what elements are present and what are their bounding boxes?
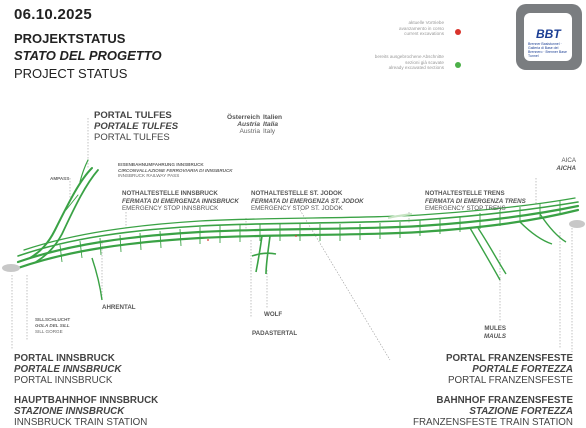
stop-trens-it: FERMATA DI EMERGENZA TRENS: [425, 197, 526, 205]
label-portal-franzensfeste: PORTAL FRANZENSFESTE PORTALE FORTEZZA PO…: [446, 353, 573, 386]
border-austria-it: Austria: [237, 121, 260, 128]
cross-passages: [59, 200, 561, 263]
stop-jodok-de: NOTHALTESTELLE ST. JODOK: [251, 190, 343, 197]
mules-it: MULES: [484, 325, 506, 332]
portal-innsbruck-it: PORTALE INNSBRUCK: [14, 364, 122, 375]
main-tunnel-tubes: [16, 197, 580, 270]
legend-current-de: aktuelle Vortriebe: [408, 20, 445, 25]
label-stop-trens: NOTHALTESTELLE TRENS FERMATA DI EMERGENZ…: [425, 190, 526, 213]
portal-innsbruck-marker: [2, 264, 20, 272]
station-innsbruck-de: HAUPTBAHNHOF INNSBRUCK: [14, 395, 159, 406]
portal-franzensfeste-en: PORTAL FRANZENSFESTE: [447, 375, 573, 386]
label-aica: AICA AICHA: [556, 157, 576, 172]
stop-innsbruck-de: NOTHALTESTELLE INNSBRUCK: [122, 190, 218, 197]
label-mules: MULES MAULS: [484, 325, 506, 340]
current-excavation-marks: [207, 235, 297, 241]
portal-innsbruck-en: PORTAL INNSBRUCK: [14, 375, 113, 386]
leader-lines: [11, 118, 573, 361]
border-italy-it: Italia: [263, 121, 279, 128]
sill-gorge-en: SILL GORGE: [35, 329, 63, 334]
mules-access: [469, 227, 507, 281]
label-ahrental: AHRENTAL: [102, 304, 136, 311]
legend-current-it: avanzamento in corso: [399, 25, 444, 31]
title-italian: STATO DEL PROGETTO: [14, 48, 162, 63]
legend-current-en: current excavations: [404, 31, 444, 37]
legend-done-de: bereits ausgebrochene Abschnitte: [374, 54, 444, 59]
station-innsbruck-it: STAZIONE INNSBRUCK: [14, 406, 125, 417]
bypass-de: EISENBAHNUMFAHRUNG INNSBRUCK: [118, 162, 204, 167]
label-ampass: AMPASS: [50, 176, 70, 181]
logo-panel: BBT Brenner Basistunnel · Galleria di Ba…: [524, 13, 572, 61]
logo-tagline: Brenner Basistunnel · Galleria di Base d…: [528, 42, 567, 58]
stop-innsbruck-en: EMERGENCY STOP INNSBRUCK: [122, 205, 219, 212]
label-border-austria: Österreich Austria Austria: [212, 114, 260, 135]
mules-de: MAULS: [484, 332, 506, 340]
sill-gorge-it: GOLA DEL SILL: [35, 323, 70, 328]
legend-current-dot: [455, 29, 461, 35]
bypass-it: CIRCONVALLAZIONE FERROVIARIA DI INNSBRUC…: [118, 167, 233, 173]
label-station-innsbruck: HAUPTBAHNHOF INNSBRUCK STAZIONE INNSBRUC…: [14, 395, 158, 428]
bbt-logo: BBT Brenner Basistunnel · Galleria di Ba…: [516, 4, 582, 70]
portal-franzensfeste-it: PORTALE FORTEZZA: [472, 364, 573, 375]
stop-trens-en: EMERGENCY STOP TRENS: [425, 205, 506, 212]
portal-franzensfeste-de: PORTAL FRANZENSFESTE: [445, 353, 573, 364]
legend-done: bereits ausgebrochene Abschnitte sezioni…: [375, 54, 444, 71]
legend-done-it: sezioni già scavate: [405, 59, 444, 65]
aica-branch: [519, 213, 567, 245]
station-franzensfeste-it: STAZIONE FORTEZZA: [469, 406, 573, 417]
label-border-italy: Italien Italia Italy: [263, 114, 282, 135]
border-italy-en: Italy: [263, 128, 276, 135]
legend-done-en: already excavated sections: [388, 65, 444, 71]
border-austria-de: Österreich: [227, 114, 260, 121]
wolf-access: [251, 235, 277, 275]
station-franzensfeste-de: BAHNHOF FRANZENSFESTE: [436, 395, 573, 406]
sill-gorge-de: SILLSCHLUCHT: [35, 317, 71, 322]
portal-franzensfeste-marker: [569, 220, 585, 228]
tulfes-branch: [29, 159, 99, 263]
portal-innsbruck-de: PORTAL INNSBRUCK: [14, 353, 115, 364]
portal-tulfes-de: PORTAL TULFES: [94, 110, 172, 121]
title-english: PROJECT STATUS: [14, 66, 128, 81]
portal-tulfes-en: PORTAL TULFES: [94, 132, 170, 143]
label-wolf: WOLF: [264, 311, 283, 318]
logo-name: BBT: [536, 27, 561, 41]
label-railway-bypass: EISENBAHNUMFAHRUNG INNSBRUCK CIRCONVALLA…: [118, 162, 233, 179]
legend-done-dot: [455, 62, 461, 68]
label-portal-tulfes: PORTAL TULFES PORTALE TULFES PORTAL TULF…: [94, 110, 178, 143]
stop-innsbruck-it: FERMATA DI EMERGENZA INNSBRUCK: [122, 197, 239, 205]
portal-tulfes-it: PORTALE TULFES: [94, 121, 179, 132]
aica-it: AICA: [561, 157, 576, 164]
label-station-franzensfeste: BAHNHOF FRANZENSFESTE STAZIONE FORTEZZA …: [413, 395, 573, 428]
aica-de: AICHA: [556, 164, 576, 172]
stop-jodok-it: FERMATA DI EMERGENZA ST. JODOK: [251, 197, 364, 205]
inactive-segments: [387, 213, 413, 219]
report-date: 06.10.2025: [14, 6, 93, 23]
label-padastertal: PADASTERTAL: [252, 330, 298, 337]
title-german: PROJEKTSTATUS: [14, 31, 126, 46]
ahrental-access: [91, 257, 103, 301]
label-sill-gorge: SILLSCHLUCHT GOLA DEL SILL SILL GORGE: [35, 317, 70, 335]
border-austria-en: Austria: [239, 128, 260, 135]
border-italy-de: Italien: [263, 114, 283, 121]
label-stop-innsbruck: NOTHALTESTELLE INNSBRUCK FERMATA DI EMER…: [122, 190, 239, 213]
stop-trens-de: NOTHALTESTELLE TRENS: [425, 190, 505, 197]
label-stop-jodok: NOTHALTESTELLE ST. JODOK FERMATA DI EMER…: [251, 190, 364, 213]
legend-current: aktuelle Vortriebe avanzamento in corso …: [399, 20, 444, 37]
stop-jodok-en: EMERGENCY STOP ST. JODOK: [251, 205, 343, 212]
bypass-en: INNSBRUCK RAILWAY PASS: [118, 173, 180, 179]
station-franzensfeste-en: FRANZENSFESTE TRAIN STATION: [412, 417, 573, 428]
station-innsbruck-en: INNSBRUCK TRAIN STATION: [14, 417, 148, 428]
label-portal-innsbruck: PORTAL INNSBRUCK PORTALE INNSBRUCK PORTA…: [14, 353, 121, 386]
